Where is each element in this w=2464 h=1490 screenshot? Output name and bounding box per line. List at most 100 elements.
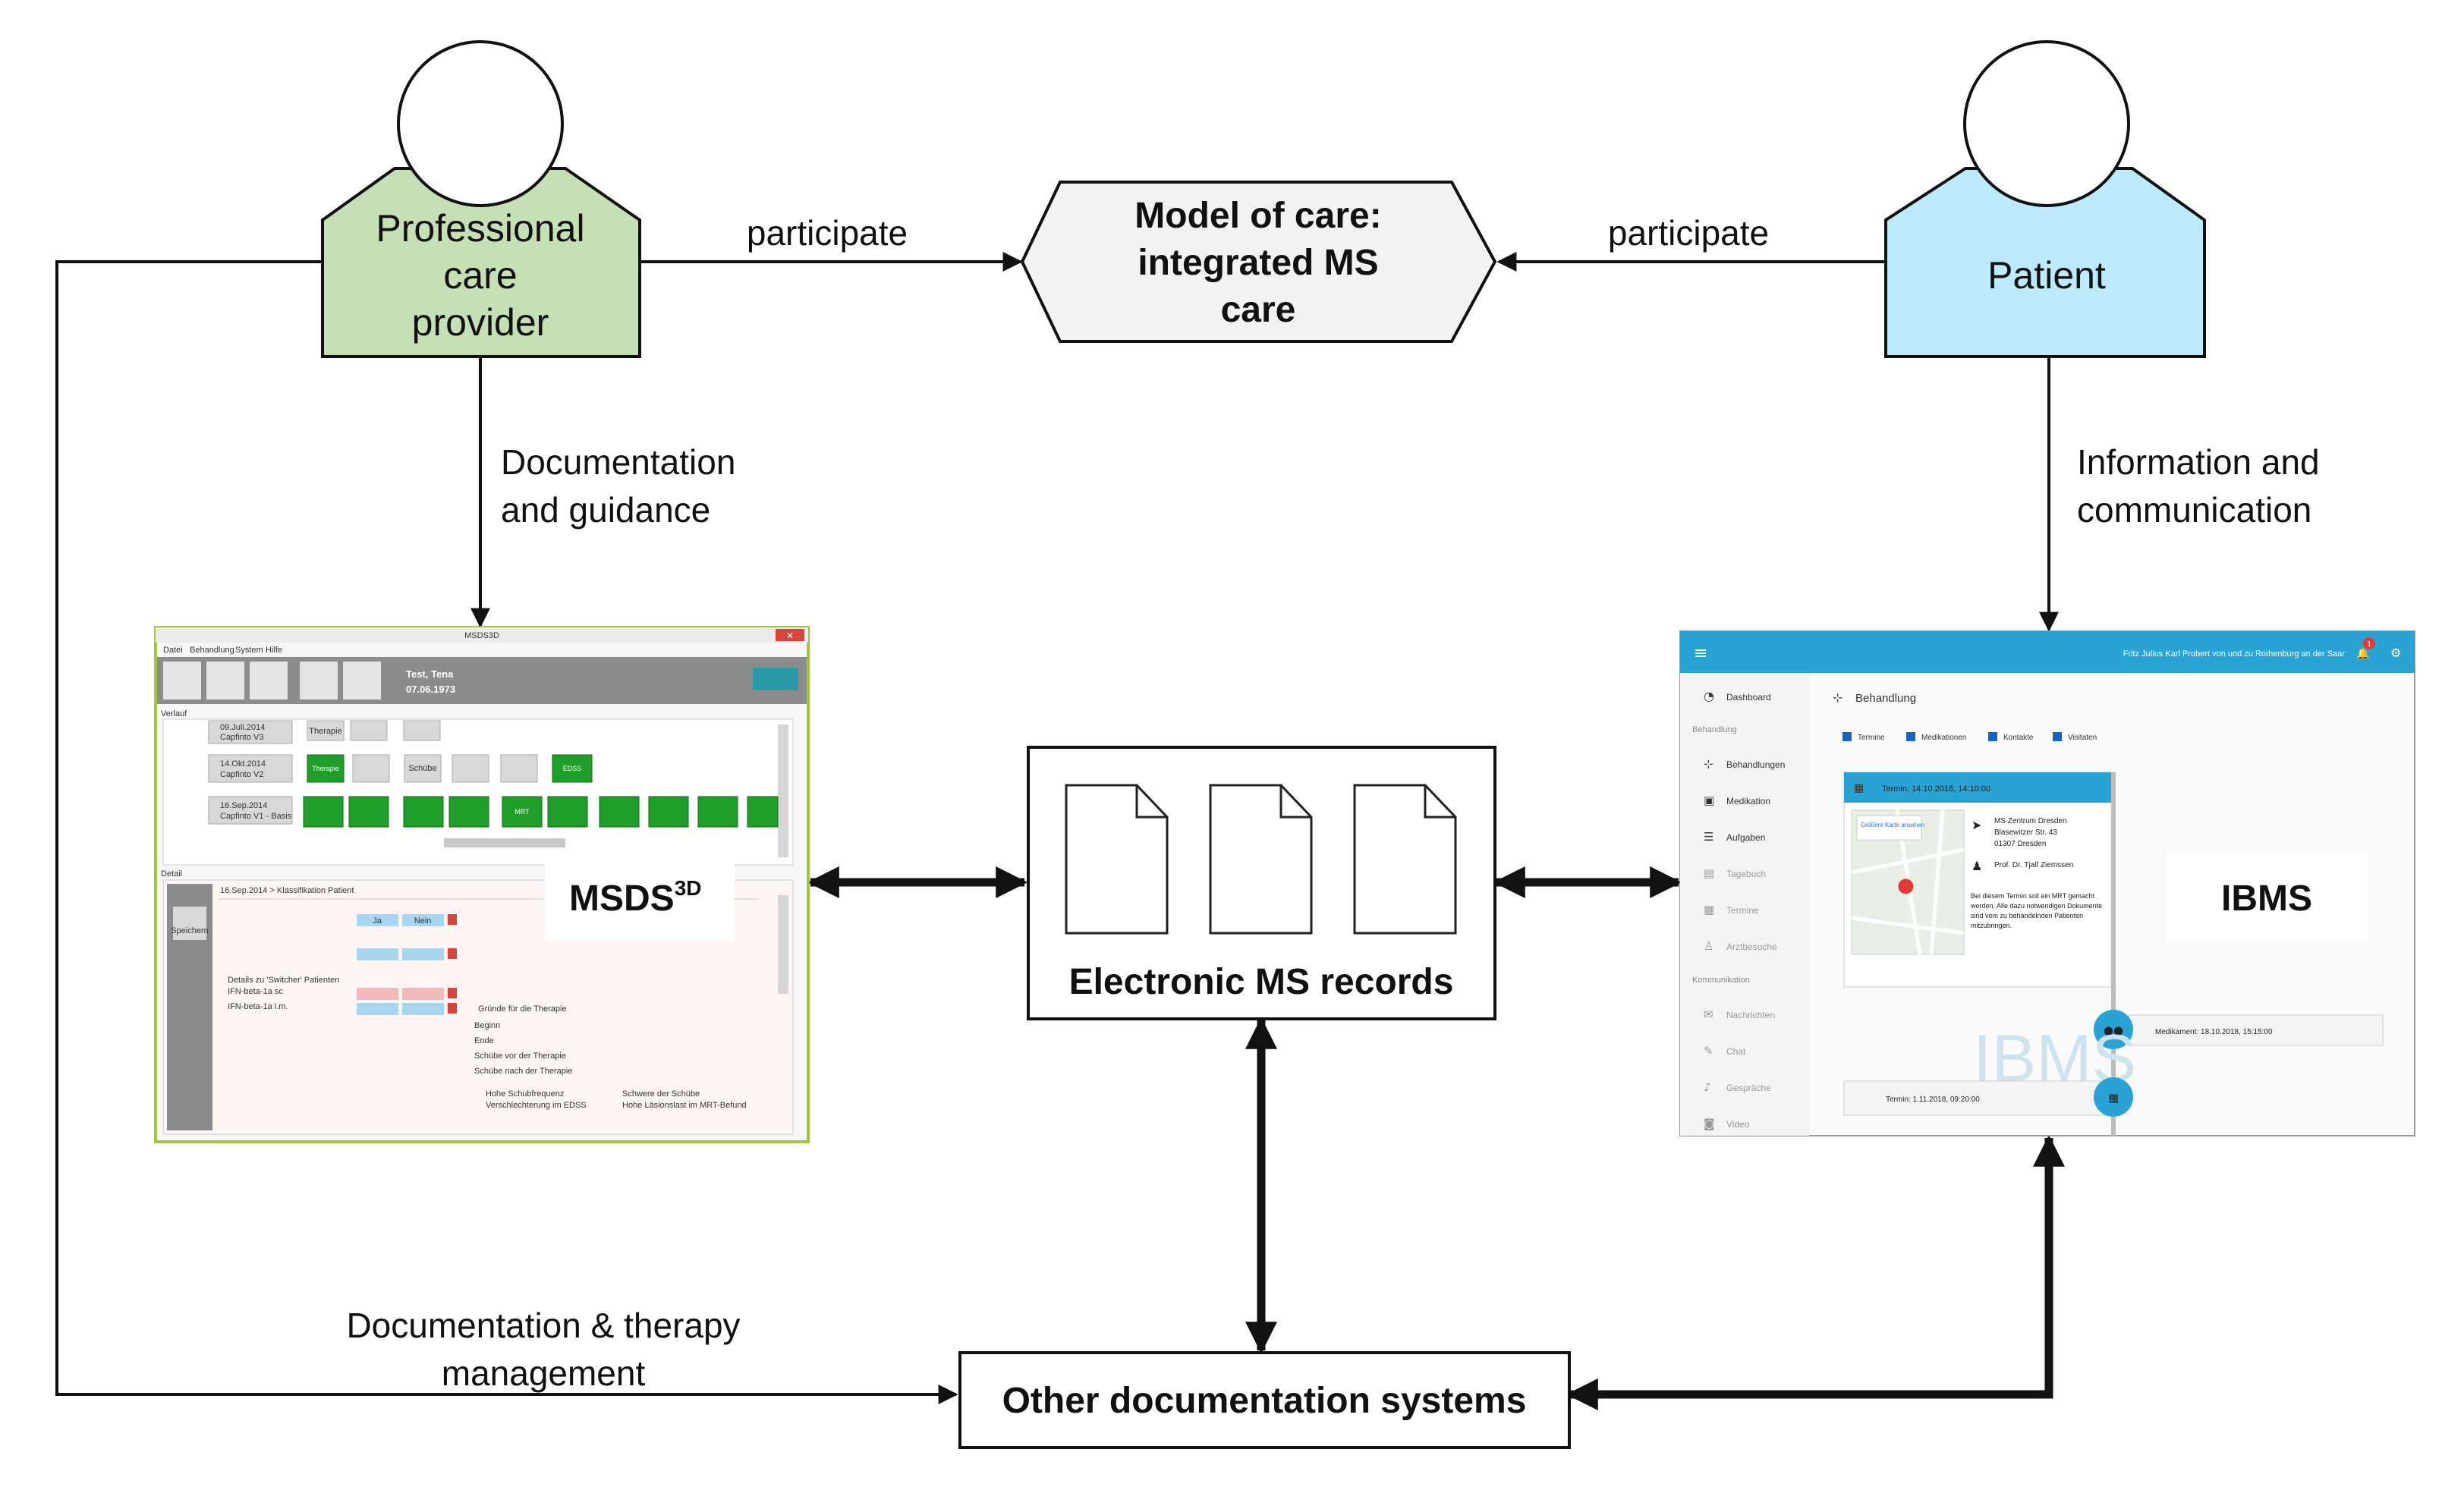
mail-icon: ✉ bbox=[1704, 1007, 1713, 1021]
msds-btn-klassifikation[interactable] bbox=[303, 796, 344, 828]
filter-label: Kontakte bbox=[2003, 734, 2034, 742]
filter-checkbox[interactable] bbox=[1988, 732, 1997, 741]
msds-yes-button[interactable] bbox=[357, 948, 398, 960]
msds-clear-button[interactable] bbox=[448, 948, 457, 959]
sidebar-item-dashboard[interactable]: Dashboard bbox=[1726, 692, 1771, 703]
notification-count: 1 bbox=[2367, 640, 2371, 649]
msds-btn-weitere[interactable] bbox=[747, 796, 779, 828]
ibms-header-bar bbox=[1680, 631, 2415, 673]
msds-menu-datei[interactable]: Datei bbox=[163, 646, 183, 655]
ibms-address-line: 01307 Dresden bbox=[1994, 840, 2046, 848]
label-information-line1: Information and bbox=[2077, 442, 2320, 482]
msds-menu-hilfe[interactable]: Hilfe bbox=[266, 646, 282, 655]
sidebar-item-gespraeche[interactable]: Gespräche bbox=[1726, 1083, 1771, 1093]
settings-icon[interactable]: ⚙ bbox=[2390, 646, 2401, 660]
msds-btn-anamnese[interactable] bbox=[348, 796, 389, 828]
msds-yes-button[interactable] bbox=[357, 1003, 398, 1015]
msds-visit-card[interactable] bbox=[208, 720, 293, 744]
other-systems-label: Other documentation systems bbox=[1002, 1381, 1527, 1421]
patient-body-shape bbox=[1884, 167, 2206, 358]
msds-btn-edss[interactable] bbox=[552, 754, 593, 783]
msds-menu-behandlung[interactable]: Behandlung bbox=[190, 646, 234, 655]
sidebar-item-aufgaben[interactable]: Aufgaben bbox=[1726, 832, 1765, 843]
sidebar-item-medikation[interactable]: Medikation bbox=[1726, 796, 1770, 806]
professional-label-line3: provider bbox=[412, 301, 549, 344]
bell-icon[interactable]: 🔔 bbox=[2356, 647, 2369, 660]
msds-detail-scrollbar[interactable] bbox=[778, 895, 788, 994]
msds-section-verlauf: Verlauf bbox=[161, 709, 187, 718]
msds-form-label: Gründe für die Therapie bbox=[478, 1004, 567, 1014]
msds-btn-schuebe[interactable] bbox=[404, 754, 442, 783]
sidebar-item-nachrichten[interactable]: Nachrichten bbox=[1726, 1010, 1775, 1020]
msds-no-button[interactable] bbox=[402, 948, 444, 960]
msds-horizontal-scrollbar[interactable] bbox=[444, 838, 565, 847]
msds-btn-ms-anamnese[interactable] bbox=[403, 796, 444, 828]
sidebar-item-video[interactable]: Video bbox=[1726, 1119, 1750, 1130]
msds-btn-entscheidungen[interactable] bbox=[352, 754, 390, 783]
msds-clear-button[interactable] bbox=[448, 914, 457, 925]
msds-tool-visits[interactable] bbox=[343, 662, 381, 699]
msds-detail-row: IFN-beta-1a i.m. bbox=[228, 1002, 288, 1011]
msds-btn-ms-historie[interactable] bbox=[448, 796, 489, 828]
msds-btn-schuebe[interactable] bbox=[648, 796, 689, 828]
filter-checkbox[interactable] bbox=[1842, 732, 1852, 741]
msds-yes-button[interactable] bbox=[357, 988, 398, 1000]
sidebar-item-arztbesuche[interactable]: Arztbesuche bbox=[1726, 941, 1777, 952]
msds-btn-therapie[interactable] bbox=[307, 754, 345, 783]
msds-btn-untersuchung[interactable] bbox=[403, 720, 441, 741]
hamburger-menu-icon[interactable]: ≡ bbox=[1694, 644, 1707, 663]
msds-btn-label: Therapie bbox=[312, 765, 339, 772]
msds-visit-date: 16.Sep.2014 bbox=[220, 801, 267, 810]
msds-logo-badge bbox=[753, 668, 798, 690]
msds-btn-weitere[interactable] bbox=[500, 754, 538, 783]
msds-label-superscript: 3D bbox=[675, 876, 702, 900]
msds-visit-card[interactable] bbox=[208, 754, 293, 783]
patient-label: Patient bbox=[1987, 254, 2106, 297]
person-icon: ♟ bbox=[1972, 859, 1982, 873]
map-button[interactable] bbox=[1856, 815, 1922, 841]
msds-btn-entscheidungen[interactable] bbox=[350, 720, 388, 741]
arrow-ibms-other-systems bbox=[1566, 1134, 2065, 1410]
sidebar-item-behandlungen[interactable]: Behandlungen bbox=[1726, 759, 1785, 770]
ibms-header-user[interactable]: Fritz Julius Karl Probert von und zu Rot… bbox=[2123, 649, 2346, 659]
msds-tool-help[interactable] bbox=[250, 662, 288, 699]
msds-tool-patient-select[interactable] bbox=[163, 662, 201, 699]
msds-window-title: MSDS3D bbox=[464, 631, 499, 640]
msds-btn-vortherapie[interactable] bbox=[547, 796, 588, 828]
msds-tool-patient-new[interactable] bbox=[206, 662, 244, 699]
msds-no-button[interactable] bbox=[402, 1003, 444, 1015]
msds-btn-untersuchung[interactable] bbox=[697, 796, 738, 828]
ibms-filter-row: Termine Medikationen Kontakte Visitaten bbox=[1842, 732, 2097, 742]
msds-no-button[interactable] bbox=[402, 988, 444, 1000]
msds-no-button[interactable] bbox=[402, 914, 444, 926]
msds-btn-entscheidungen[interactable] bbox=[599, 796, 640, 828]
msds-btn-therapie[interactable] bbox=[307, 720, 345, 741]
msds-btn-mrt[interactable] bbox=[502, 796, 543, 828]
msds-menu-system[interactable]: System bbox=[235, 646, 263, 655]
sidebar-section-kommunikation: Kommunikation bbox=[1692, 976, 1750, 985]
msds-save-button[interactable] bbox=[173, 907, 206, 940]
document-icon bbox=[1353, 784, 1457, 935]
ibms-medication-card[interactable] bbox=[2128, 1014, 2384, 1046]
ibms-card2-title: Termin: 1.11.2018, 09:20:00 bbox=[1886, 1095, 1980, 1104]
sidebar-item-termine[interactable]: Termine bbox=[1726, 905, 1759, 916]
filter-checkbox[interactable] bbox=[2053, 732, 2062, 741]
ibms-appointment-card[interactable] bbox=[1843, 1080, 2112, 1116]
msds-clear-button[interactable] bbox=[448, 988, 457, 998]
msds-clear-button[interactable] bbox=[448, 1003, 457, 1014]
msds-visit-card[interactable] bbox=[208, 796, 293, 825]
msds-verlauf-scrollbar[interactable] bbox=[778, 725, 788, 857]
notification-badge bbox=[2363, 637, 2375, 649]
msds-yes-button[interactable] bbox=[357, 914, 398, 926]
msds-detail-breadcrumb: 16.Sep.2014 > Klassifikation Patient bbox=[220, 886, 354, 895]
msds-check-label: Hohe Schubfrequenz bbox=[486, 1089, 564, 1099]
doctor-icon: ♙ bbox=[1704, 939, 1713, 953]
arrow-provider-to-other-systems bbox=[55, 260, 958, 1404]
sidebar-item-chat[interactable]: Chat bbox=[1726, 1046, 1746, 1057]
msds-btn-untersuchung[interactable] bbox=[452, 754, 489, 783]
msds-tool-own-data[interactable] bbox=[300, 662, 338, 699]
sidebar-item-tagebuch[interactable]: Tagebuch bbox=[1726, 869, 1766, 879]
ibms-label: IBMS bbox=[2221, 879, 2312, 919]
msds-close-button[interactable] bbox=[776, 629, 804, 641]
filter-checkbox[interactable] bbox=[1906, 732, 1915, 741]
